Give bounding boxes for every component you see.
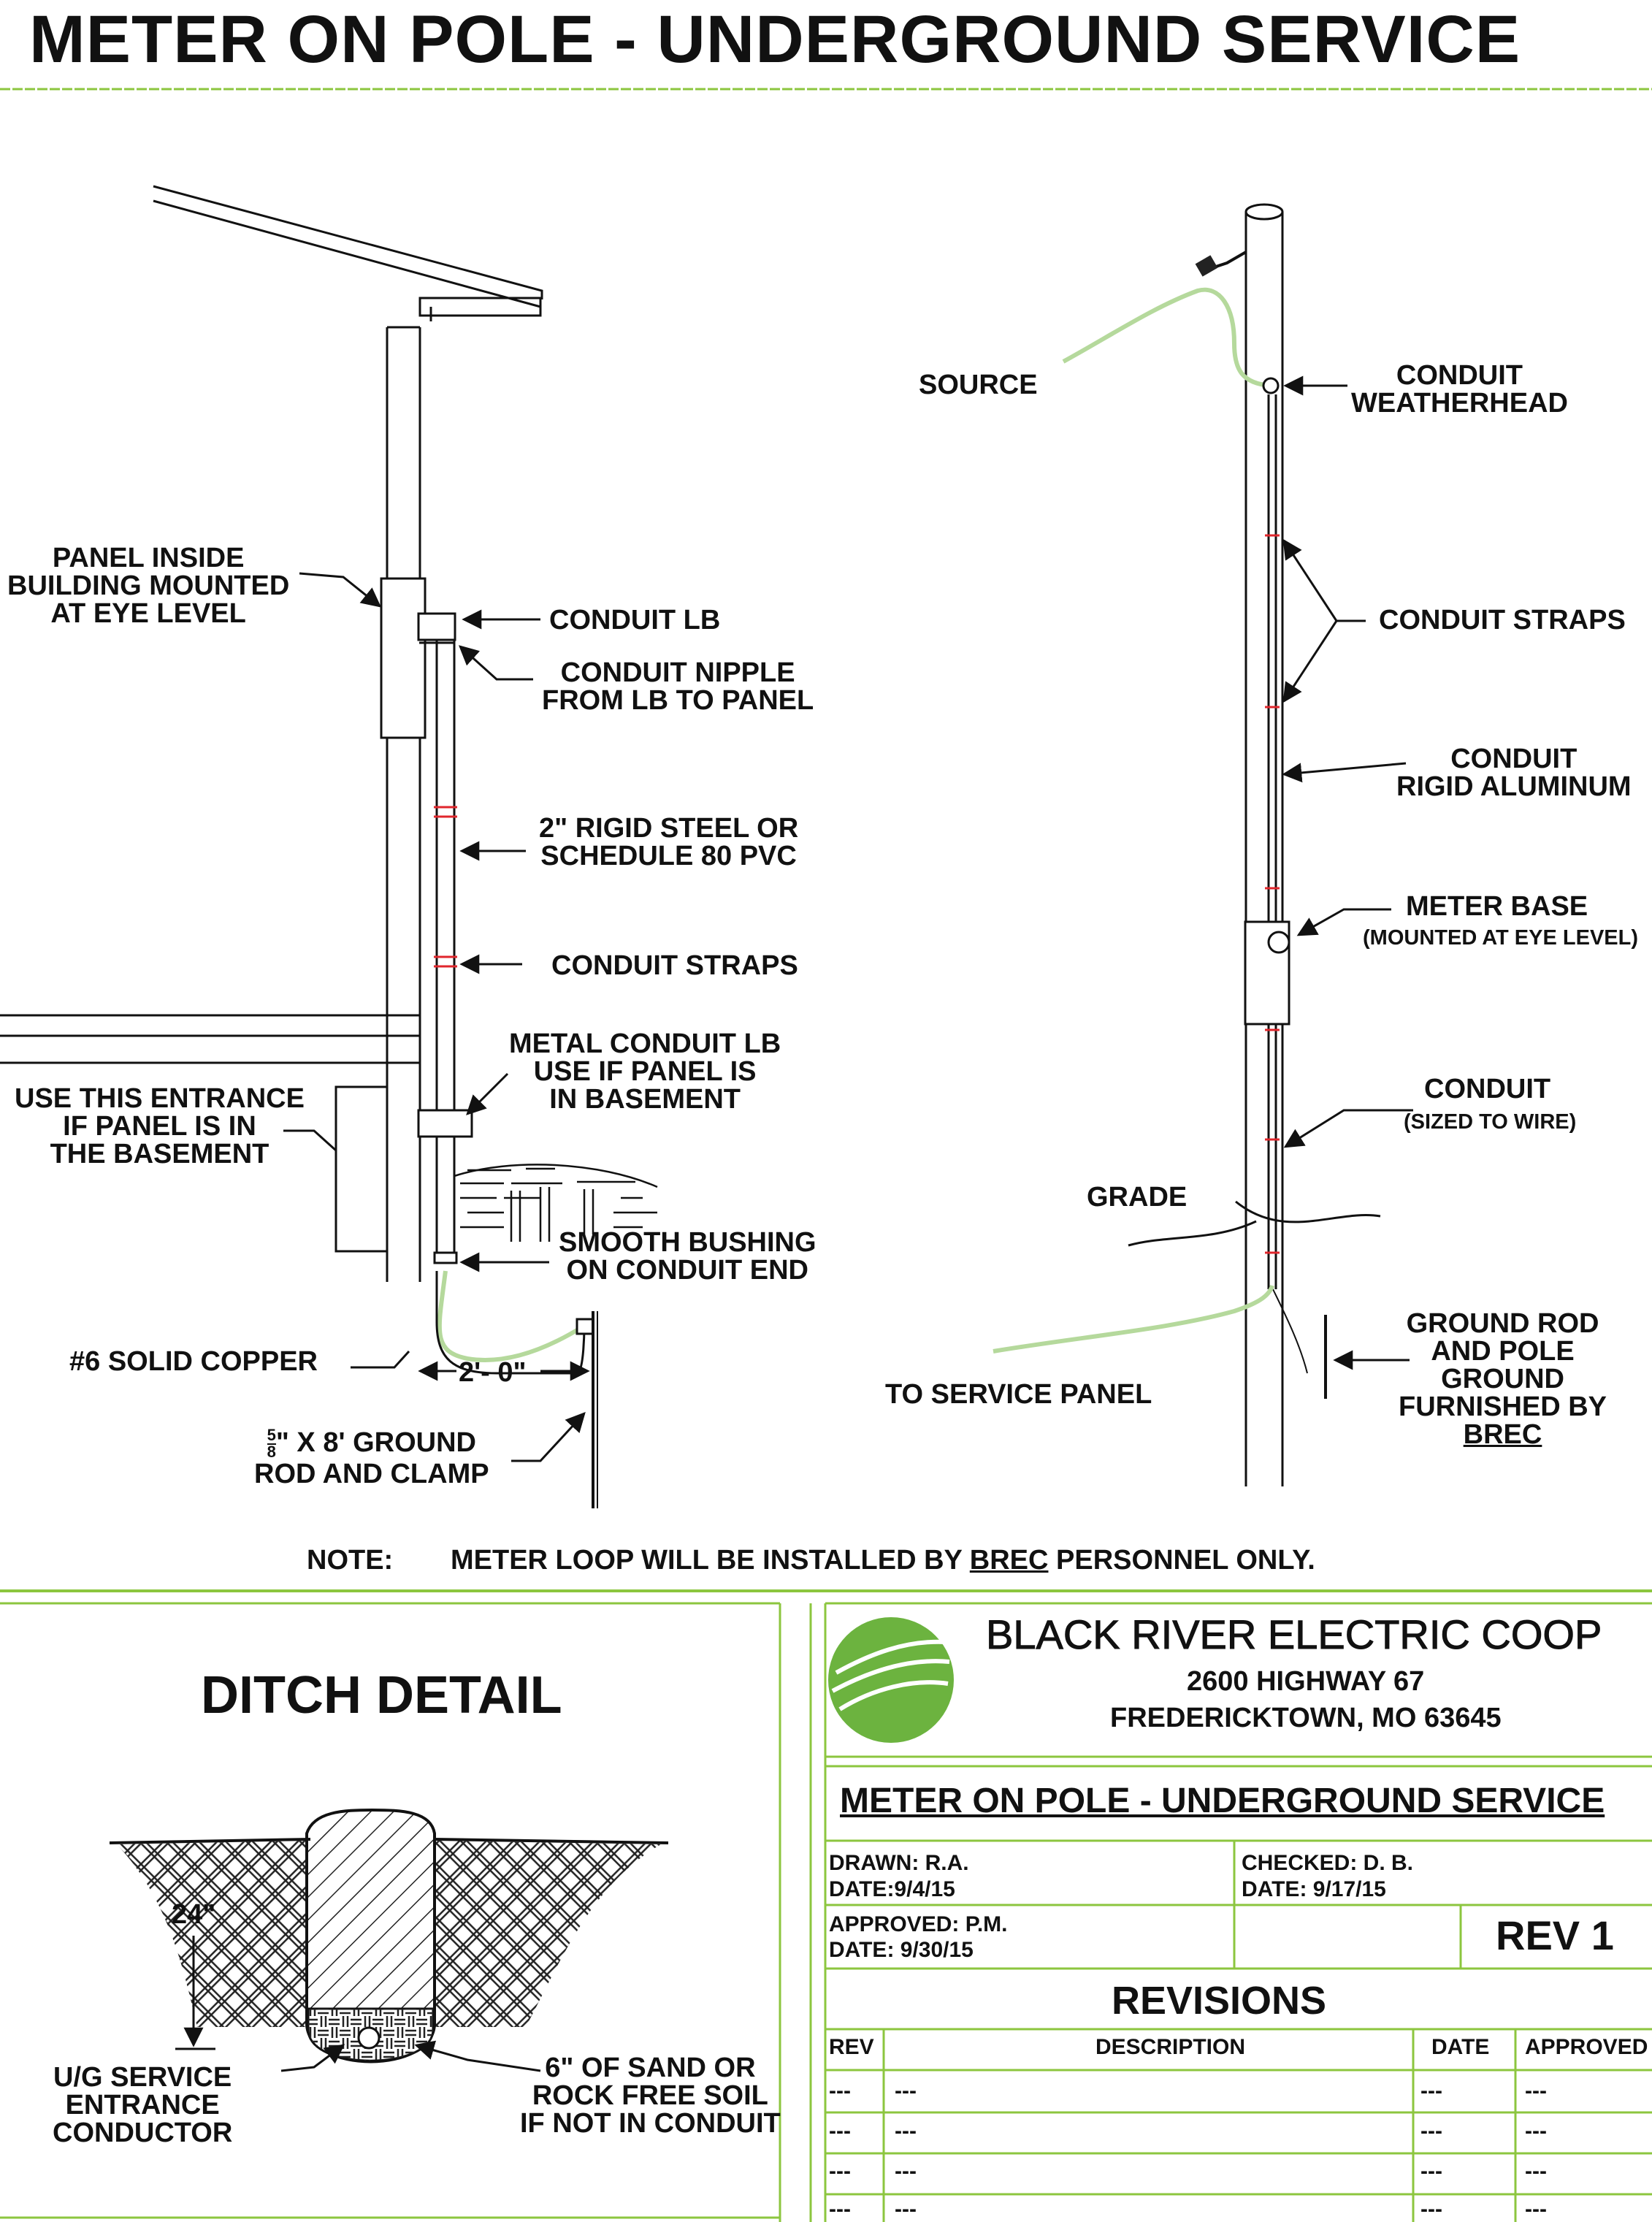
col-description: DESCRIPTION	[1095, 2035, 1246, 2059]
checked-date: DATE: 9/17/15	[1242, 1877, 1386, 1901]
col-date: DATE	[1431, 2035, 1490, 2059]
building-conduit	[417, 612, 473, 1264]
distance-label: 2'- 0"	[459, 1357, 527, 1388]
row-date: ---	[1420, 2119, 1442, 2143]
address-line-1: 2600 HIGHWAY 67	[1187, 1666, 1425, 1697]
source-label: SOURCE	[919, 370, 1038, 400]
pole-conduit-straps	[1265, 534, 1280, 1254]
revision-number: REV 1	[1496, 1912, 1614, 1958]
sand-label: 6" OF SAND OR ROCK FREE SOIL IF NOT IN C…	[520, 2053, 781, 2139]
checked-by: CHECKED: D. B.	[1242, 1851, 1414, 1875]
use-entrance-label: USE THIS ENTRANCE IF PANEL IS IN THE BAS…	[15, 1083, 305, 1169]
pole-conduit	[1128, 377, 1381, 1399]
row-approved: ---	[1525, 2159, 1547, 2183]
conduit-lb-label: CONDUIT LB	[549, 605, 721, 635]
grade-label: GRADE	[1087, 1182, 1188, 1213]
building-soil	[454, 1164, 658, 1242]
conduit-label: CONDUIT	[1424, 1074, 1551, 1104]
row-rev: ---	[829, 2079, 851, 2103]
utility-pole	[1244, 203, 1284, 1486]
building-conduit-straps-label: CONDUIT STRAPS	[551, 950, 798, 981]
row-rev: ---	[829, 2119, 851, 2143]
conduit-note: (SIZED TO WIRE)	[1404, 1110, 1577, 1134]
page-title: METER ON POLE - UNDERGROUND SERVICE	[29, 2, 1521, 77]
solid-copper-label: #6 SOLID COPPER	[69, 1346, 318, 1377]
panel-inside-label: PANEL INSIDE BUILDING MOUNTED AT EYE LEV…	[7, 543, 290, 629]
row-rev: ---	[829, 2197, 851, 2221]
row-approved: ---	[1525, 2079, 1547, 2103]
drawing-title: METER ON POLE - UNDERGROUND SERVICE	[840, 1782, 1605, 1820]
company-name: BLACK RIVER ELECTRIC COOP	[985, 1611, 1602, 1657]
coop-logo	[828, 1617, 954, 1743]
row-approved: ---	[1525, 2197, 1547, 2221]
note-text: METER LOOP WILL BE INSTALLED BY BREC PER…	[451, 1545, 1315, 1576]
drawn-by: DRAWN: R.A.	[829, 1851, 969, 1875]
basement-panel	[334, 1085, 389, 1253]
building-conduit-straps	[434, 806, 457, 968]
to-service-wire	[993, 1284, 1274, 1354]
conductor-label: U/G SERVICE ENTRANCE CONDUCTOR	[53, 2062, 233, 2148]
panel-box	[380, 577, 427, 739]
metal-conduit-lb-label: METAL CONDUIT LB USE IF PANEL IS IN BASE…	[509, 1028, 781, 1115]
row-description: ---	[895, 2159, 917, 2183]
row-description: ---	[895, 2079, 917, 2103]
revisions-title: REVISIONS	[1112, 1979, 1327, 2023]
row-description: ---	[895, 2119, 917, 2143]
to-service-panel-label: TO SERVICE PANEL	[885, 1379, 1152, 1410]
meter-base-label: METER BASE	[1406, 891, 1588, 922]
row-approved: ---	[1525, 2119, 1547, 2143]
col-rev: REV	[829, 2035, 874, 2059]
copper-ground-wire	[435, 1270, 598, 1508]
row-rev: ---	[829, 2159, 851, 2183]
drawn-date: DATE:9/4/15	[829, 1877, 955, 1901]
source-line	[1062, 251, 1271, 388]
building-leaders	[283, 572, 590, 1462]
depth-label: 24"	[172, 1899, 216, 1930]
meter-base-note: (MOUNTED AT EYE LEVEL)	[1363, 926, 1638, 950]
rigid-steel-label: 2" RIGID STEEL OR SCHEDULE 80 PVC	[539, 813, 799, 871]
ditch-leaders	[175, 1936, 541, 2072]
address-line-2: FREDERICKTOWN, MO 63645	[1110, 1703, 1502, 1733]
weatherhead-label: CONDUIT WEATHERHEAD	[1351, 360, 1568, 419]
ditch-detail-title: DITCH DETAIL	[201, 1666, 562, 1725]
pole-leaders	[1282, 375, 1413, 1370]
smooth-bushing-label: SMOOTH BUSHING ON CONDUIT END	[559, 1227, 817, 1286]
row-date: ---	[1420, 2079, 1442, 2103]
ground-rod-label: GROUND ROD AND POLE GROUND FURNISHED BY …	[1399, 1308, 1607, 1450]
row-date: ---	[1420, 2159, 1442, 2183]
col-approved: APPROVED	[1525, 2035, 1648, 2059]
pole-conduit-straps-label: CONDUIT STRAPS	[1379, 605, 1626, 635]
row-date: ---	[1420, 2197, 1442, 2221]
conduit-nipple-label: CONDUIT NIPPLE FROM LB TO PANEL	[542, 657, 814, 716]
row-description: ---	[895, 2197, 917, 2221]
lower-frame	[0, 1589, 1652, 2222]
rigid-aluminum-label: CONDUIT RIGID ALUMINUM	[1396, 744, 1632, 802]
approved-by: APPROVED: P.M.	[829, 1912, 1008, 1936]
ditch-trench	[305, 1808, 436, 2063]
note-label: NOTE:	[307, 1545, 394, 1576]
approved-date: DATE: 9/30/15	[829, 1938, 974, 1962]
ditch-soil	[109, 1838, 669, 2027]
